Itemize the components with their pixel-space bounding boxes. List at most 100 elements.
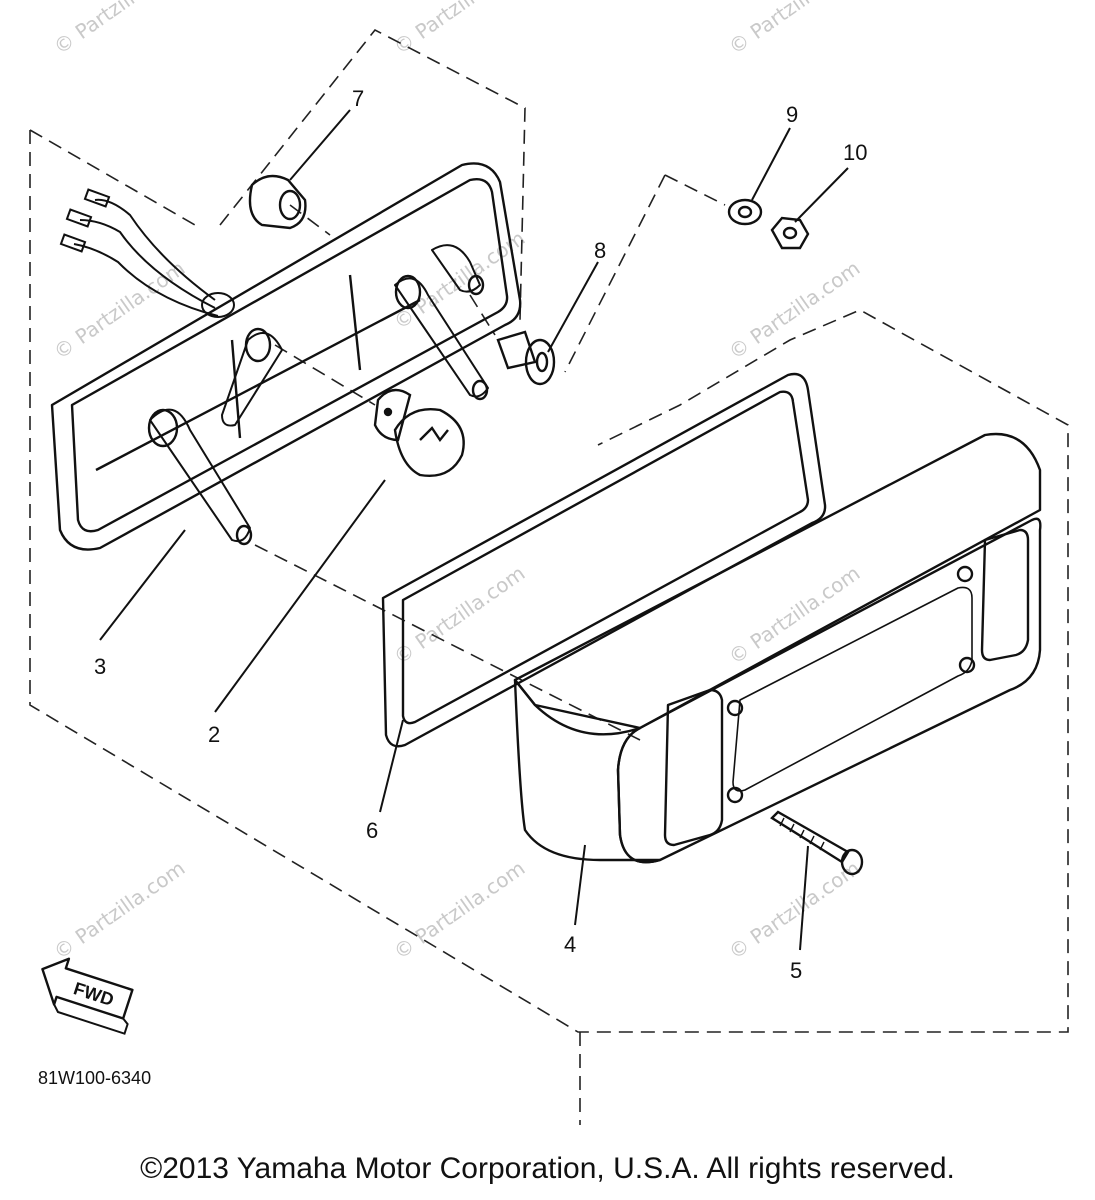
nut-hole (782, 226, 798, 240)
bulb-glass (393, 408, 465, 477)
leader-line (547, 261, 599, 353)
watermark: © Partzilla.com (389, 226, 529, 334)
callout-2: 2 (208, 722, 220, 747)
housing-divider (348, 274, 362, 371)
watermark: © Partzilla.com (724, 256, 864, 364)
watermark: © Partzilla.com (49, 0, 189, 59)
wire-terminal (65, 208, 93, 228)
watermark: © Partzilla.com (724, 561, 864, 669)
lens-screw-hole (956, 565, 974, 583)
leader-line (99, 529, 186, 641)
callout-3: 3 (94, 654, 106, 679)
lens-screw-hole (726, 699, 744, 717)
housing-rib (95, 298, 421, 472)
washer (727, 198, 763, 226)
lens-front-face (616, 517, 1042, 864)
socket-hole (394, 274, 422, 310)
leader-line (574, 844, 586, 926)
wire-terminal (59, 233, 87, 253)
washer-ring (727, 198, 763, 226)
nut (770, 216, 810, 250)
copyright-notice: ©2013 Yamaha Motor Corporation, U.S.A. A… (140, 1152, 955, 1185)
boundary-segment (29, 129, 196, 226)
screw (770, 810, 864, 876)
leader-line (751, 127, 791, 201)
socket-tip (235, 524, 253, 546)
screw-thread (779, 817, 825, 851)
guide-line (289, 204, 331, 236)
socket-tip (467, 274, 485, 296)
callout-10: 10 (843, 140, 867, 165)
socket-cone (431, 244, 481, 293)
leader-line (214, 479, 386, 713)
grommet-hole (278, 189, 302, 221)
watermark: © Partzilla.com (389, 561, 529, 669)
guide-line (274, 344, 376, 406)
fwd-arrow-icon: FWD (41, 957, 134, 1035)
gasket (381, 372, 827, 748)
lens (513, 432, 1042, 864)
collar (496, 330, 556, 386)
collar-flange (524, 338, 556, 386)
fwd-arrow-shape (41, 957, 134, 1020)
lens-side-face (513, 678, 662, 864)
grommet (201, 292, 235, 318)
socket-tip (471, 379, 489, 401)
boundary-segment (564, 174, 666, 373)
bulb-pin (383, 407, 393, 417)
callout-5: 5 (790, 958, 802, 983)
watermark: © Partzilla.com (389, 856, 529, 964)
bulb (373, 388, 465, 477)
gasket-outer (381, 372, 827, 748)
wire (73, 243, 219, 317)
callout-8: 8 (594, 238, 606, 263)
watermark: © Partzilla.com (389, 0, 529, 59)
diagram-id: 81W100-6340 (38, 1068, 151, 1088)
callout-6: 6 (366, 818, 378, 843)
boundary-segment (664, 174, 726, 206)
assembly-boundary (29, 28, 1069, 1125)
lens-window (980, 528, 1030, 662)
guide-line (469, 294, 496, 336)
leader-line (794, 167, 849, 223)
wire-harness (59, 188, 235, 318)
lens-panel (732, 586, 973, 792)
callout-9: 9 (786, 102, 798, 127)
washer-hole (737, 205, 753, 219)
leader-line (799, 845, 809, 951)
watermark: © Partzilla.com (724, 856, 864, 964)
watermark: © Partzilla.com (724, 0, 864, 59)
collar-hole (535, 351, 549, 373)
grommet-body (248, 174, 307, 230)
bulb-filament (419, 426, 449, 443)
bulb-base (373, 388, 412, 442)
screw-head (840, 848, 864, 876)
fwd-arrow-shadow (53, 1003, 129, 1035)
housing-divider (230, 339, 242, 439)
leader-lines (99, 109, 849, 951)
socket-hole (244, 327, 272, 363)
lens-top-face (513, 432, 1042, 736)
leader-line (379, 719, 404, 813)
gasket-inner (401, 390, 810, 725)
socket-cone (221, 331, 283, 427)
lens-screw-hole (958, 656, 976, 674)
outer-boundary (29, 130, 1069, 1033)
lens-screw-hole (726, 786, 744, 804)
lens-window (663, 688, 724, 847)
socket-hole (147, 408, 179, 448)
housing-outer (50, 162, 522, 551)
callout-4: 4 (564, 932, 576, 957)
grommet-part (248, 174, 307, 230)
guide-line (254, 544, 641, 741)
collar-shaft (496, 330, 537, 370)
watermark: © Partzilla.com (49, 256, 189, 364)
lamp-housing (50, 162, 522, 551)
wire (79, 219, 216, 309)
wire-terminal (83, 188, 111, 208)
watermark: © Partzilla.com (49, 856, 189, 964)
leader-line (289, 109, 351, 181)
left-boundary (219, 28, 526, 321)
nut-body (770, 216, 810, 250)
